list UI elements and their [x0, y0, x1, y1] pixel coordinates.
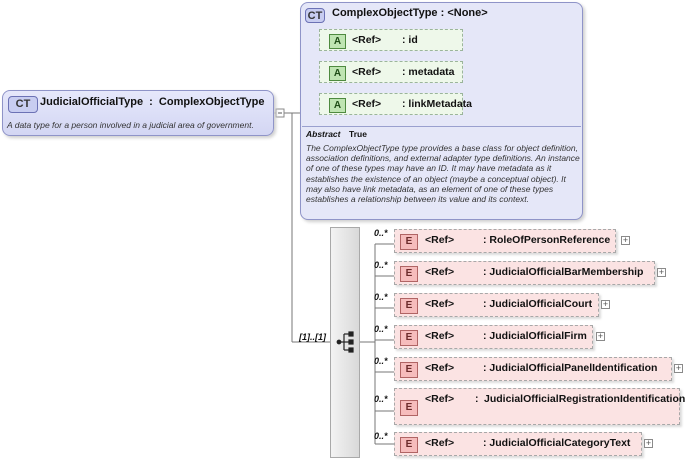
- element-multiplicity: 0..*: [374, 356, 388, 366]
- attribute-name: linkMetadata: [408, 98, 473, 110]
- abstract-label: Abstract: [306, 129, 341, 139]
- sequence-occurrence: [1]..[1]: [299, 332, 326, 342]
- expand-icon[interactable]: +: [621, 235, 630, 245]
- attribute-name: metadata: [408, 66, 455, 78]
- element-multiplicity: 0..*: [374, 431, 388, 441]
- element-name: JudicialOfficialRegistrationIdentificati…: [484, 393, 686, 405]
- element-ref: <Ref>: [425, 234, 455, 246]
- element-icon: E: [400, 362, 418, 378]
- element-name: RoleOfPersonReference: [489, 234, 611, 246]
- expand-icon[interactable]: +: [657, 267, 666, 277]
- abstract-value: True: [349, 129, 367, 139]
- element-name: JudicialOfficialPanelIdentification: [489, 362, 658, 374]
- base-type-base: <None>: [447, 7, 488, 19]
- element-ref: <Ref>: [425, 298, 455, 310]
- element-name: JudicialOfficialCourt: [489, 298, 593, 310]
- expand-icon[interactable]: +: [644, 438, 653, 448]
- attribute-metadata[interactable]: A <Ref> : metadata: [319, 61, 463, 83]
- main-type-box[interactable]: [2, 90, 274, 136]
- attribute-icon: A: [329, 34, 346, 49]
- element-ref: <Ref>: [425, 437, 455, 449]
- base-type-header: ComplexObjectType : <None>: [332, 7, 488, 19]
- attribute-linkmetadata[interactable]: A <Ref> : linkMetadata: [319, 93, 472, 115]
- divider: [302, 126, 581, 127]
- base-type-documentation: The ComplexObjectType type provides a ba…: [306, 143, 580, 205]
- type-separator: :: [149, 96, 156, 108]
- main-type-name: JudicialOfficialType: [40, 96, 144, 108]
- complex-type-icon: CT: [305, 8, 325, 23]
- main-type-header: CT JudicialOfficialType : ComplexObjectT…: [2, 90, 274, 116]
- element-icon: E: [400, 330, 418, 346]
- element-icon: E: [400, 234, 418, 250]
- expand-icon[interactable]: +: [674, 363, 683, 373]
- attribute-icon: A: [329, 66, 346, 81]
- main-type-base: ComplexObjectType: [158, 96, 265, 108]
- element-ref: <Ref>: [425, 393, 455, 405]
- element-ref: <Ref>: [425, 330, 455, 342]
- element-multiplicity: 0..*: [374, 260, 388, 270]
- element-multiplicity: 0..*: [374, 394, 388, 404]
- element-multiplicity: 0..*: [374, 324, 388, 334]
- expand-icon[interactable]: +: [601, 299, 610, 309]
- element-icon: E: [400, 437, 418, 453]
- element-judicial-official-registration-identification[interactable]: E <Ref> : JudicialOfficialRegistrationId…: [394, 388, 686, 425]
- element-judicial-official-category-text[interactable]: E <Ref> : JudicialOfficialCategoryText: [394, 432, 642, 456]
- element-name: JudicialOfficialCategoryText: [489, 437, 631, 449]
- base-type-name: ComplexObjectType: [332, 7, 438, 19]
- element-multiplicity: 0..*: [374, 292, 388, 302]
- attribute-icon: A: [329, 98, 346, 113]
- element-ref: <Ref>: [425, 266, 455, 278]
- element-icon: E: [400, 400, 418, 416]
- element-name: JudicialOfficialBarMembership: [489, 266, 644, 278]
- attribute-id[interactable]: A <Ref> : id: [319, 29, 463, 51]
- element-icon: E: [400, 266, 418, 282]
- attribute-name: id: [408, 34, 418, 46]
- main-type-description: A data type for a person involved in a j…: [7, 120, 254, 130]
- element-judicial-official-firm[interactable]: E <Ref> : JudicialOfficialFirm: [394, 325, 593, 349]
- complex-type-icon: CT: [8, 96, 38, 113]
- expand-icon[interactable]: +: [596, 331, 605, 341]
- element-ref: <Ref>: [425, 362, 455, 374]
- sequence-compositor[interactable]: [330, 227, 360, 458]
- attribute-ref: <Ref>: [352, 34, 382, 46]
- attribute-ref: <Ref>: [352, 66, 382, 78]
- element-multiplicity: 0..*: [374, 228, 388, 238]
- type-separator: :: [440, 7, 448, 19]
- element-role-of-person-reference[interactable]: E <Ref> : RoleOfPersonReference: [394, 229, 616, 253]
- element-judicial-official-panel-identification[interactable]: E <Ref> : JudicialOfficialPanelIdentific…: [394, 357, 672, 381]
- attribute-ref: <Ref>: [352, 98, 382, 110]
- element-judicial-official-court[interactable]: E <Ref> : JudicialOfficialCourt: [394, 293, 599, 317]
- element-name: JudicialOfficialFirm: [489, 330, 587, 342]
- element-icon: E: [400, 298, 418, 314]
- element-judicial-official-bar-membership[interactable]: E <Ref> : JudicialOfficialBarMembership: [394, 261, 655, 285]
